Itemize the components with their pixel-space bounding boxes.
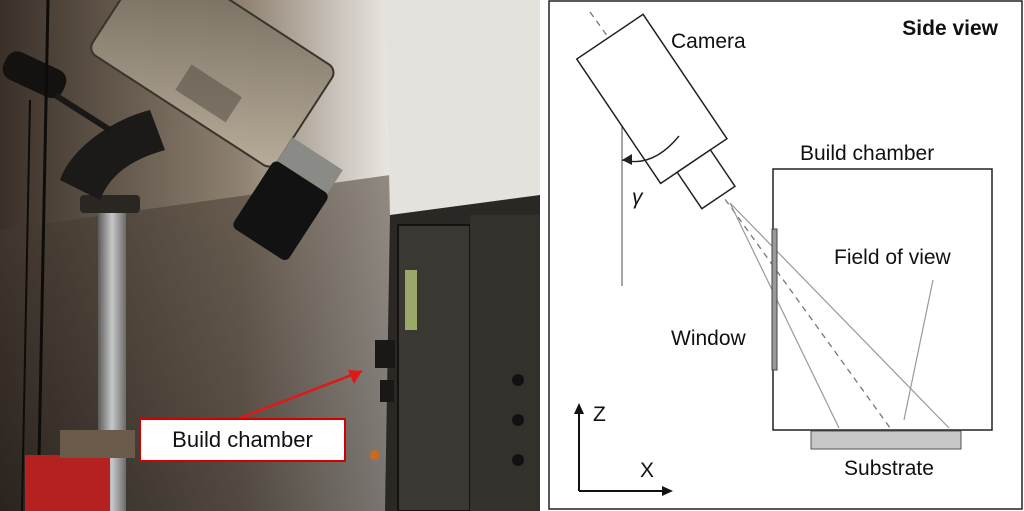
tripod-arm bbox=[53, 92, 112, 133]
callout-arrowhead bbox=[348, 370, 362, 384]
substrate-plate bbox=[810, 430, 962, 450]
chamber-bolt bbox=[512, 374, 524, 386]
angle-gamma-label: γ bbox=[632, 186, 644, 209]
tripod-handle bbox=[2, 51, 67, 99]
cable bbox=[21, 99, 31, 511]
z-axis-label: Z bbox=[593, 403, 606, 426]
red-box bbox=[25, 455, 110, 511]
orange-knob bbox=[370, 450, 380, 460]
callout-arrow-line bbox=[239, 369, 363, 420]
schematic-svg: Side view Camera γ Build chamber Window … bbox=[548, 0, 1023, 510]
window-plate bbox=[771, 228, 778, 371]
camera-label: Camera bbox=[671, 30, 746, 53]
diagram-title: Side view bbox=[902, 17, 998, 40]
viewing-window bbox=[405, 270, 417, 330]
z-axis-arrowhead bbox=[574, 403, 584, 414]
side-view-diagram: Side view Camera γ Build chamber Window … bbox=[548, 0, 1024, 511]
optical-axis-line bbox=[589, 11, 894, 433]
window-label: Window bbox=[671, 327, 747, 350]
tripod-clamp bbox=[80, 195, 140, 213]
cable bbox=[36, 0, 50, 511]
camera-body bbox=[90, 0, 335, 168]
angle-arrowhead bbox=[622, 154, 632, 165]
chamber-top bbox=[385, 0, 540, 215]
door-latch bbox=[380, 380, 394, 402]
chamber-door bbox=[397, 224, 471, 511]
substrate-label: Substrate bbox=[844, 457, 934, 480]
x-axis-label: X bbox=[640, 459, 654, 482]
chamber-bolt bbox=[512, 414, 524, 426]
field-of-view-label: Field of view bbox=[834, 246, 952, 269]
field-of-view-leader bbox=[903, 279, 934, 421]
chamber-side-panel bbox=[470, 215, 540, 511]
stacked-box bbox=[60, 430, 135, 458]
chamber-bolt bbox=[512, 454, 524, 466]
build-chamber-label: Build chamber bbox=[800, 142, 934, 165]
camera-lens bbox=[233, 137, 343, 260]
fov-boundary-right bbox=[729, 202, 950, 429]
setup-photo: Build chamber bbox=[0, 0, 540, 511]
door-latch bbox=[375, 340, 395, 368]
x-axis-arrowhead bbox=[662, 486, 673, 496]
fov-boundary-left bbox=[729, 202, 840, 429]
build-chamber-callout: Build chamber bbox=[139, 418, 346, 462]
camera-symbol bbox=[575, 13, 737, 210]
tripod-head bbox=[60, 110, 165, 200]
